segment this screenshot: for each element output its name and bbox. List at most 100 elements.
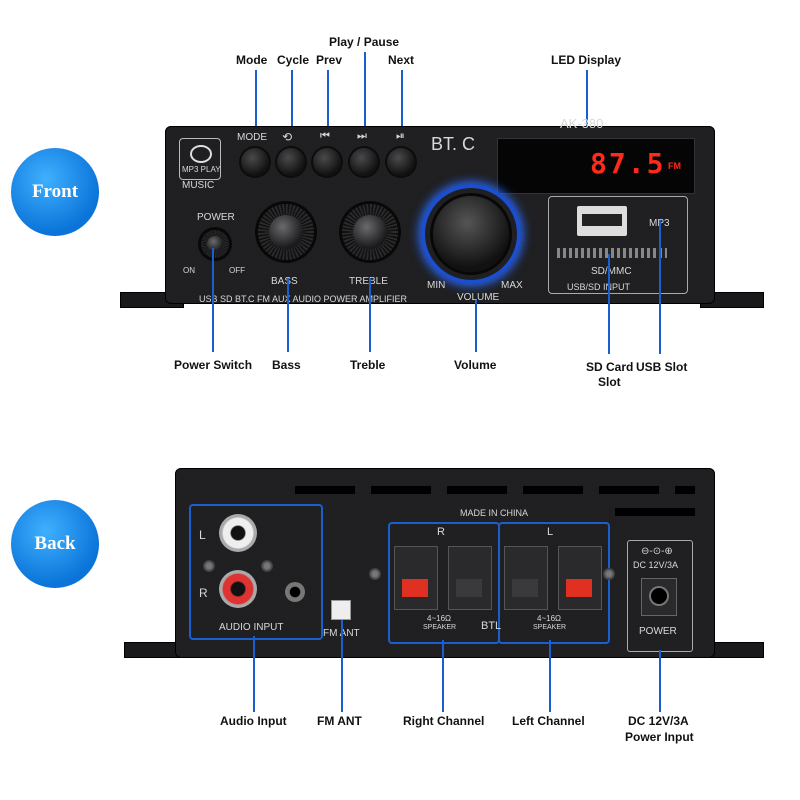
screw-icon — [369, 568, 381, 580]
audio-input-frame — [189, 504, 323, 640]
audio-input-label: AUDIO INPUT — [219, 622, 284, 633]
bt-label: BT. C — [431, 134, 476, 154]
usb-port[interactable] — [577, 206, 627, 236]
volume-label: VOLUME — [457, 292, 500, 303]
speaker-label-r: SPEAKER — [423, 624, 457, 631]
speaker-label-l: SPEAKER — [533, 624, 567, 631]
left-positive-terminal[interactable] — [558, 546, 602, 610]
right-negative-terminal[interactable] — [448, 546, 492, 610]
vent-right — [615, 508, 695, 516]
sd-slot[interactable] — [557, 248, 667, 258]
right-positive-terminal[interactable] — [394, 546, 438, 610]
back-panel: L R AUDIO INPUT FM ANT MADE IN CHINA R L… — [175, 468, 715, 658]
power-switch-line — [212, 248, 214, 352]
prev-line — [327, 70, 329, 152]
treble-line — [369, 278, 371, 352]
impedance-label-l: 4~16Ω — [537, 614, 561, 623]
volume-callout: Volume — [454, 358, 497, 372]
usb-line — [659, 220, 661, 354]
next-icon: ⏭ — [357, 130, 367, 142]
prev-button[interactable] — [313, 148, 341, 176]
l-label: L — [199, 528, 206, 542]
bass-label: BASS — [271, 276, 298, 287]
rca-left-jack[interactable] — [219, 514, 257, 552]
logo-music-label: MUSIC — [182, 180, 215, 191]
aux-jack[interactable] — [285, 582, 305, 602]
left-channel-callout: Left Channel — [512, 714, 585, 728]
rca-right-jack[interactable] — [219, 570, 257, 608]
off-label: OFF — [229, 266, 245, 275]
prev-icon: ⏮ — [320, 130, 330, 142]
left-negative-terminal[interactable] — [504, 546, 548, 610]
play-line — [364, 52, 366, 152]
next-line — [401, 70, 403, 152]
screw-icon — [603, 568, 615, 580]
power-input-callout-line2: Power Input — [625, 730, 694, 744]
bass-line — [287, 278, 289, 352]
power-switch[interactable] — [201, 230, 229, 258]
cycle-line — [291, 70, 293, 152]
front-badge: Front — [11, 148, 99, 236]
model-label: AK-380 — [560, 116, 604, 131]
volume-line — [475, 300, 477, 352]
vol-max-label: MAX — [501, 280, 523, 291]
mode-label: MODE — [237, 132, 267, 143]
made-in-label: MADE IN CHINA — [460, 508, 529, 518]
led-display: 87.5 FM — [497, 138, 695, 194]
vol-min-label: MIN — [427, 280, 446, 291]
sdmmc-label: SD/MMC — [591, 266, 632, 277]
play-pause-callout: Play / Pause — [329, 35, 400, 49]
on-label: ON — [183, 266, 195, 275]
treble-callout: Treble — [350, 358, 386, 372]
power-input-callout-line1: DC 12V/3A — [628, 714, 689, 728]
mode-line — [255, 70, 257, 152]
mode-button[interactable] — [241, 148, 269, 176]
led-display-callout: LED Display — [551, 53, 622, 67]
usb-sd-frame — [548, 196, 688, 294]
led-line — [586, 70, 588, 146]
sd-card-callout-line1: SD Card — [586, 360, 634, 374]
fm-ant-connector[interactable] — [331, 600, 351, 620]
back-badge: Back — [11, 500, 99, 588]
right-channel-callout: Right Channel — [403, 714, 485, 728]
power-label: POWER — [197, 212, 235, 223]
next-button[interactable] — [387, 148, 415, 176]
bass-knob[interactable] — [258, 204, 314, 260]
volume-knob[interactable] — [433, 196, 509, 272]
dc-jack[interactable] — [641, 578, 677, 616]
l-channel-label: L — [547, 526, 554, 538]
fm-ant-line — [341, 620, 343, 712]
led-unit: FM — [668, 161, 681, 171]
usb-slot-callout: USB Slot — [636, 360, 688, 374]
led-value: 87.5 — [590, 147, 666, 180]
mp3-logo-icon: MP3 PLAY — [179, 138, 221, 180]
front-bottom-text: USB SD BT.C FM AUX AUDIO POWER AMPLIFIER — [199, 294, 408, 304]
r-label: R — [199, 586, 208, 600]
prev-callout: Prev — [316, 53, 343, 67]
dc-polarity-icon: ⊖-⊙-⊕ — [641, 546, 673, 557]
play-pause-icon: ⏯ — [396, 130, 405, 142]
cycle-button[interactable] — [277, 148, 305, 176]
front-panel: MP3 PLAY MUSIC MODE ⟲ ⏮ ⏭ ⏯ BT. C AK-380… — [165, 116, 715, 304]
play-pause-button[interactable] — [350, 148, 378, 176]
sd-card-callout-line2: Slot — [598, 375, 621, 389]
left-channel-frame — [498, 522, 610, 644]
screw-icon — [203, 560, 215, 572]
vent-row — [295, 486, 695, 494]
power-input-line — [659, 650, 661, 712]
fm-ant-callout: FM ANT — [317, 714, 362, 728]
bass-callout: Bass — [272, 358, 301, 372]
usb-sd-input-label: USB/SD INPUT — [567, 282, 631, 292]
dc-label: DC 12V/3A — [633, 560, 679, 570]
audio-input-line — [253, 636, 255, 712]
treble-knob[interactable] — [342, 204, 398, 260]
sd-card-line — [608, 254, 610, 354]
right-channel-line — [442, 640, 444, 712]
impedance-label-r: 4~16Ω — [427, 614, 451, 623]
next-callout: Next — [388, 53, 415, 67]
r-channel-label: R — [437, 526, 445, 538]
btl-label: BTL — [481, 620, 502, 632]
audio-input-callout: Audio Input — [220, 714, 287, 728]
cycle-icon: ⟲ — [282, 130, 293, 144]
power-switch-callout: Power Switch — [174, 358, 253, 372]
